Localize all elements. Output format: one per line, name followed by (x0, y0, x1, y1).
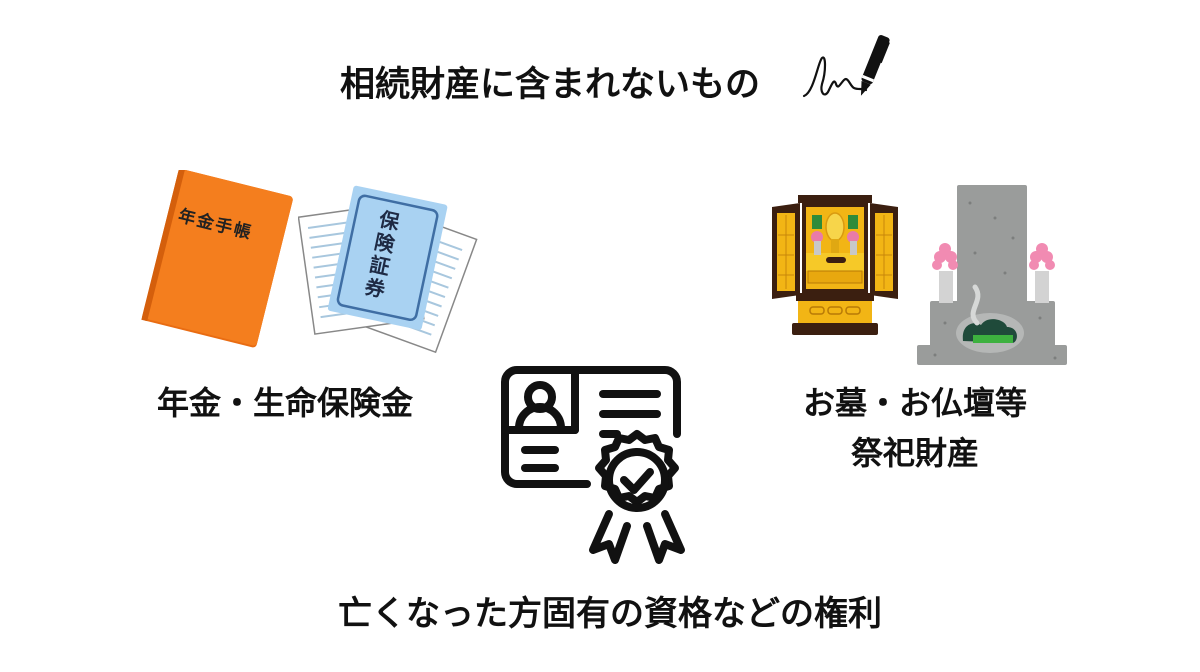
ritual-property-label-line1: お墓・お仏壇等 (802, 384, 1027, 422)
ritual-property-label-line2: 祭祀財産 (850, 434, 979, 472)
signature-pen-icon (800, 32, 905, 104)
butsudan-illustration (770, 195, 900, 340)
certified-id-badge-icon (497, 364, 702, 569)
pension-insurance-label: 年金・生命保険金 (156, 384, 413, 422)
personal-rights-label: 亡くなった方固有の資格などの権利 (338, 594, 882, 634)
page-title: 相続財産に含まれないもの (340, 65, 761, 105)
pension-book-illustration: 年金手帳 (136, 170, 296, 350)
insurance-certificate-illustration: 保険証券 (298, 185, 478, 355)
gravestone-illustration (915, 183, 1070, 368)
ritual-property-label: お墓・お仏壇等 祭祀財産 (790, 378, 1040, 478)
